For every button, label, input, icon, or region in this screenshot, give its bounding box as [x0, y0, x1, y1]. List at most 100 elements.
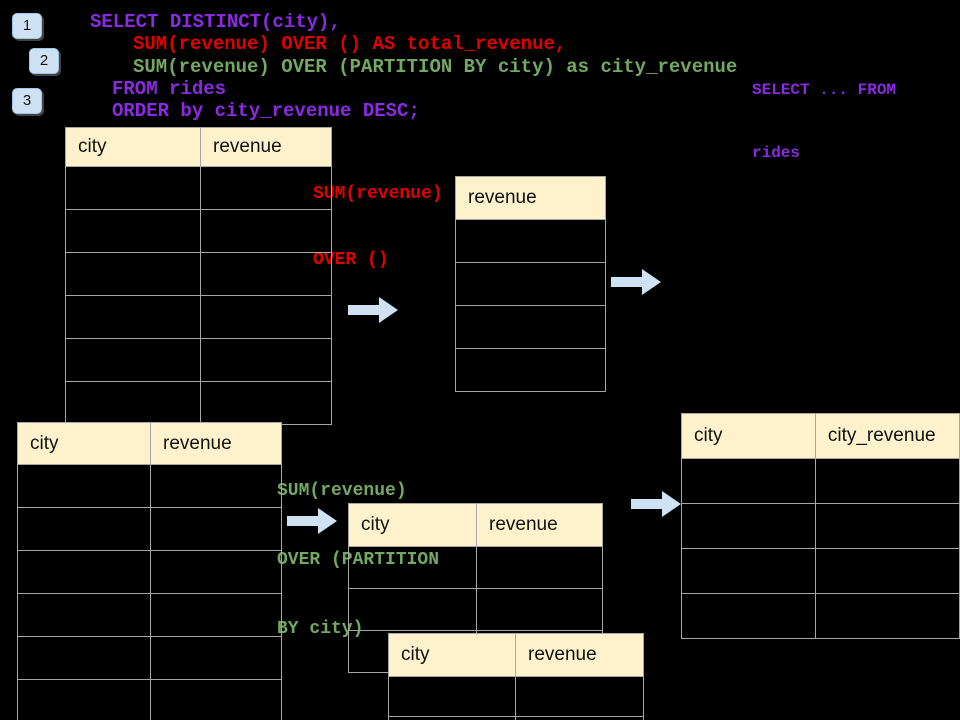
- annotation-line: OVER (): [313, 250, 389, 270]
- table-row: [348, 546, 603, 589]
- empty-cell: [17, 636, 151, 680]
- empty-cell: [65, 295, 201, 339]
- table-row: [65, 252, 332, 296]
- table-row: [17, 464, 282, 508]
- step-badge-1: 1: [12, 13, 42, 39]
- table-row: [681, 458, 960, 504]
- empty-cell: [681, 458, 816, 504]
- empty-cell: [17, 550, 151, 594]
- annotation-line: rides: [752, 144, 801, 162]
- table-row: [17, 679, 282, 720]
- table-row: [65, 209, 332, 253]
- empty-cell: [476, 546, 603, 589]
- column-header-revenue: revenue: [200, 127, 332, 167]
- table-row: [17, 636, 282, 680]
- empty-cell: [150, 550, 282, 594]
- sql-line-from: FROM rides: [112, 78, 227, 100]
- table-row: [17, 507, 282, 551]
- arrow-to-result-table-icon: [631, 491, 681, 517]
- empty-cell: [681, 593, 816, 639]
- empty-cell: [814, 458, 960, 504]
- table-row: [65, 381, 332, 425]
- column-header-city: city: [65, 127, 201, 167]
- empty-cell: [515, 676, 644, 717]
- annotation-sum-over-all: SUM(revenue) OVER (): [313, 139, 443, 315]
- empty-cell: [65, 209, 201, 253]
- sql-line-order-by: ORDER by city_revenue DESC;: [112, 100, 420, 122]
- step-badge-2: 2: [29, 48, 59, 74]
- table-row: [681, 548, 960, 594]
- empty-cell: [17, 593, 151, 637]
- empty-cell: [455, 219, 606, 263]
- empty-cell: [150, 593, 282, 637]
- empty-cell: [65, 381, 201, 425]
- column-header-city: city: [681, 413, 816, 459]
- empty-cell: [200, 252, 332, 296]
- annotation-line: SUM(revenue): [313, 184, 443, 204]
- column-header-revenue: revenue: [455, 176, 606, 220]
- empty-cell: [348, 588, 477, 631]
- empty-cell: [150, 679, 282, 720]
- table-row: [65, 295, 332, 339]
- column-header-revenue: revenue: [150, 422, 282, 465]
- empty-cell: [388, 676, 516, 717]
- table-row: [17, 593, 282, 637]
- annotation-line: SELECT ... FROM: [752, 81, 897, 99]
- annotation-line: SUM(revenue): [277, 481, 407, 501]
- column-header-city_revenue: city_revenue: [814, 413, 960, 459]
- empty-cell: [681, 503, 816, 549]
- empty-cell: [200, 166, 332, 210]
- empty-cell: [200, 381, 332, 425]
- table-row: [65, 166, 332, 210]
- empty-cell: [476, 588, 603, 631]
- column-header-revenue: revenue: [515, 633, 644, 677]
- empty-cell: [455, 262, 606, 306]
- empty-cell: [814, 503, 960, 549]
- empty-cell: [150, 636, 282, 680]
- arrow-from-total-table-icon: [611, 269, 661, 295]
- sql-line-city-revenue: SUM(revenue) OVER (PARTITION BY city) as…: [133, 56, 738, 78]
- empty-cell: [681, 548, 816, 594]
- empty-cell: [17, 507, 151, 551]
- total-revenue-table: revenue: [455, 176, 606, 392]
- table-row: [348, 588, 603, 631]
- empty-cell: [348, 546, 477, 589]
- table-row: [681, 593, 960, 639]
- empty-cell: [65, 338, 201, 382]
- table-row: [455, 305, 606, 349]
- empty-cell: [388, 716, 516, 720]
- column-header-city: city: [388, 633, 516, 677]
- table-row: [17, 550, 282, 594]
- empty-cell: [515, 716, 644, 720]
- empty-cell: [200, 295, 332, 339]
- empty-cell: [17, 679, 151, 720]
- empty-cell: [65, 252, 201, 296]
- empty-cell: [150, 507, 282, 551]
- sql-line-select: SELECT DISTINCT(city),: [90, 11, 341, 33]
- empty-cell: [200, 209, 332, 253]
- empty-cell: [455, 348, 606, 392]
- empty-cell: [814, 548, 960, 594]
- empty-cell: [150, 464, 282, 508]
- table-row: [455, 348, 606, 392]
- column-header-revenue: revenue: [476, 503, 603, 547]
- column-header-city: city: [17, 422, 151, 465]
- column-header-city: city: [348, 503, 477, 547]
- empty-cell: [814, 593, 960, 639]
- header-row: revenue: [455, 176, 606, 220]
- empty-cell: [200, 338, 332, 382]
- empty-cell: [17, 464, 151, 508]
- sql-line-total-revenue: SUM(revenue) OVER () AS total_revenue,: [133, 33, 567, 55]
- annotation-from-rides: SELECT ... FROM rides: [752, 38, 896, 206]
- table-row: [388, 676, 644, 717]
